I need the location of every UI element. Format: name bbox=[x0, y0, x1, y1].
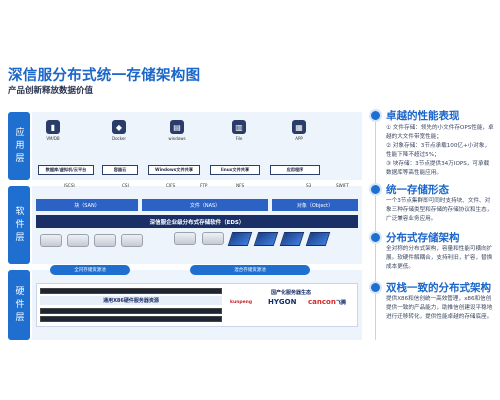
section-distributed-head: 分布式存储架构 bbox=[371, 230, 460, 245]
storage-type-block: 块（SAN） bbox=[36, 199, 138, 211]
page-subtitle: 产品创新释放数据价值 bbox=[8, 86, 94, 96]
windows-file-icon: ▤ bbox=[170, 120, 184, 134]
server-icon: ▮ bbox=[46, 120, 60, 134]
section-distributed-body: 全对称的分布式架构，容量和性能可横向扩展。软硬件解耦合，支持利旧，扩容，替换成本… bbox=[386, 246, 493, 270]
hdd-drive-icon bbox=[94, 234, 116, 247]
app-label: Docker bbox=[111, 136, 126, 141]
section-title: 分布式存储架构 bbox=[386, 232, 460, 244]
section-title: 卓越的性能表现 bbox=[386, 110, 460, 122]
ssd-drive-icon bbox=[253, 232, 279, 246]
file-icon: ▥ bbox=[232, 120, 246, 134]
hardware-domestic-label: 国产化服务器生态 bbox=[270, 290, 311, 296]
app-app: ▦ APP bbox=[286, 120, 312, 141]
hdd-drive-icon bbox=[67, 234, 89, 247]
layer-tab-software: 软件层 bbox=[8, 186, 30, 264]
section-title: 双栈一致的分布式架构 bbox=[386, 282, 491, 294]
ssd-drive-icon bbox=[305, 232, 331, 246]
app-label: APP bbox=[295, 136, 303, 141]
protocol-label: ISCSI bbox=[64, 183, 75, 188]
server-rack-icon bbox=[40, 308, 222, 314]
pool-label-hdd: 全闪存储资源池 bbox=[50, 265, 130, 275]
list-item: ② 对象存储：3节点承载100亿+小对象，性能下降不超过5%； bbox=[386, 143, 491, 158]
eds-software-bar: 深信服企业级分布式存储软件（EDS） bbox=[36, 215, 358, 228]
app-windows: ▤ windows bbox=[164, 120, 190, 141]
hdd-drive-group bbox=[40, 234, 150, 247]
hdd-drive-icon bbox=[121, 234, 143, 247]
hdd-drive-icon bbox=[40, 234, 62, 247]
section-performance-list: ① 文件存储：领先的小文件存OPS性能，卓越的大文件带宽性能； ② 对象存储：3… bbox=[386, 124, 494, 178]
appbox-container: 容器云 bbox=[102, 165, 138, 175]
app-vmdb: ▮ VM/DB bbox=[40, 120, 66, 141]
vendor-cancon-logo: cancon bbox=[308, 298, 336, 306]
bullet-dot-icon bbox=[371, 111, 380, 120]
app-label: windows bbox=[168, 136, 186, 141]
section-unified-head: 统一存储形态 bbox=[371, 182, 449, 197]
protocol-label: CIFS bbox=[166, 183, 176, 188]
section-title: 统一存储形态 bbox=[386, 184, 449, 196]
app-file: ▥ File bbox=[226, 120, 252, 141]
appbox-windows-share: Windows文件共享 bbox=[148, 165, 200, 175]
server-rack-icon bbox=[40, 288, 222, 294]
hdd-drive-icon bbox=[174, 232, 196, 245]
vendor-kunpeng-logo: kunpeng bbox=[230, 300, 253, 305]
section-unified-body: 一个3节点集群即可同时支持块、文件、对象三种存储类型和存储的存储协议和生态，广泛… bbox=[386, 198, 493, 222]
storage-type-object: 对象（Object） bbox=[272, 199, 358, 211]
hardware-general-label: 通用X86硬件服务器资源 bbox=[40, 296, 222, 305]
app-label: File bbox=[235, 136, 243, 141]
layer-tab-application: 应用层 bbox=[8, 112, 30, 180]
protocol-label: FTP bbox=[200, 183, 208, 188]
vendor-hygon-logo: HYGON bbox=[268, 298, 297, 306]
protocol-label: CSI bbox=[122, 183, 129, 188]
vendor-phytium-logo: 飞腾 bbox=[336, 300, 347, 306]
bullet-dot-icon bbox=[371, 233, 380, 242]
ssd-drive-icon bbox=[279, 232, 305, 246]
appbox-application: 应用程序 bbox=[270, 165, 320, 175]
app-label: VM/DB bbox=[46, 136, 60, 141]
pool-label-ssd: 混合存储资源池 bbox=[190, 265, 310, 275]
app-icon: ▦ bbox=[292, 120, 306, 134]
layer-tab-hardware: 硬件层 bbox=[8, 270, 30, 340]
ssd-drive-group bbox=[174, 232, 354, 246]
protocol-label: NFS bbox=[236, 183, 245, 188]
hdd-drive-icon bbox=[202, 232, 224, 245]
section-performance-head: 卓越的性能表现 bbox=[371, 108, 460, 123]
protocol-label: S3 bbox=[306, 183, 312, 188]
bullet-dot-icon bbox=[371, 185, 380, 194]
bullet-dot-icon bbox=[371, 283, 380, 292]
section-dualstack-body: 提供X86和信创统一高效管理，x86和信创提供一致的产品能力，助推信创建设平稳地… bbox=[386, 296, 493, 320]
storage-type-file: 文件（NAS） bbox=[142, 199, 268, 211]
app-docker: ◆ Docker bbox=[106, 120, 132, 141]
appbox-linux-share: linux文件共享 bbox=[210, 165, 260, 175]
appbox-db-vm: 数据库/虚拟机/云平台 bbox=[38, 165, 94, 175]
page-title: 深信服分布式统一存储架构图 bbox=[8, 68, 201, 84]
server-rack-icon bbox=[40, 316, 222, 322]
docker-icon: ◆ bbox=[112, 120, 126, 134]
protocol-label: SWIFT bbox=[336, 183, 349, 188]
list-item: ① 文件存储：领先的小文件存OPS性能，卓越的大文件带宽性能； bbox=[386, 125, 494, 140]
section-dualstack-head: 双栈一致的分布式架构 bbox=[371, 280, 491, 295]
timeline-line bbox=[375, 115, 376, 340]
list-item: ③ 块存储：3节点提供34万IOPS，可承载数据库等高性能应用。 bbox=[386, 161, 490, 176]
ssd-drive-icon bbox=[227, 232, 253, 246]
